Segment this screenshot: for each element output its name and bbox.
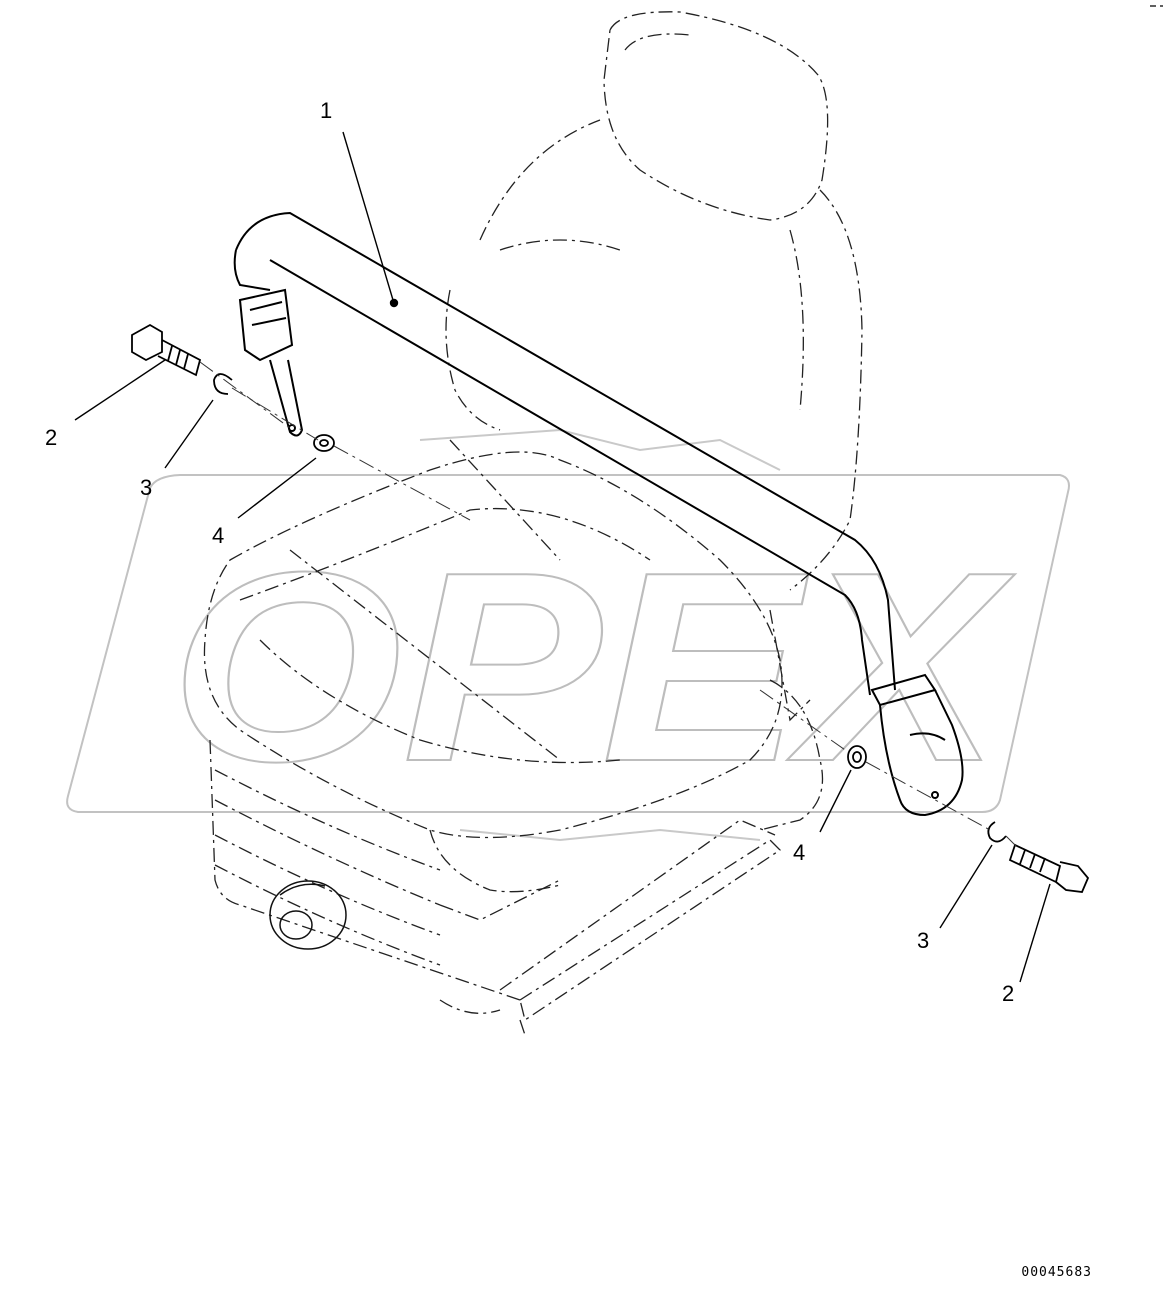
callout-1: 1 (320, 98, 332, 123)
leader-lines (74, 131, 1051, 983)
right-snap-ring (987, 821, 1007, 843)
left-washer (313, 434, 335, 452)
callout-4-right: 4 (793, 840, 805, 865)
watermark-text: OPEX (170, 517, 1015, 818)
watermark: OPEX (66, 428, 1070, 842)
left-snap-ring (213, 373, 233, 395)
callout-3-right: 3 (917, 928, 929, 953)
callouts: 1 2 3 4 4 3 2 (45, 98, 1014, 1006)
callout-2-right: 2 (1002, 981, 1014, 1006)
adjustment-knob (269, 880, 347, 950)
left-bolt (131, 323, 202, 377)
document-number: 00045683 (1021, 1265, 1092, 1280)
callout-3-left: 3 (140, 475, 152, 500)
right-washer (847, 745, 867, 769)
callout-2-left: 2 (45, 425, 57, 450)
seat-outline (203, 11, 863, 1036)
callout-4-left: 4 (212, 523, 224, 548)
center-lines (199, 361, 1017, 847)
right-bolt (1008, 843, 1090, 893)
